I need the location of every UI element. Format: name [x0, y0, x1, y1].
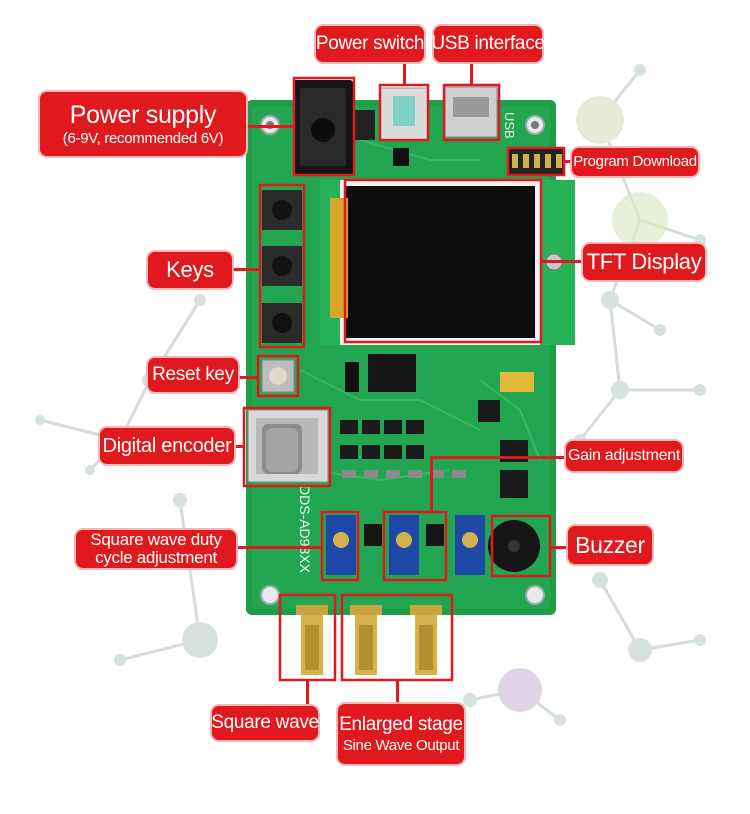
label-gain-adjustment: Gain adjustment — [566, 441, 682, 471]
label-tft-display: TFT Display — [583, 244, 705, 280]
line-square-wave — [306, 680, 309, 708]
silkscreen-model: DDS-AD98XX — [297, 485, 313, 574]
line-usb — [470, 62, 473, 86]
box-encoder — [242, 406, 332, 488]
label-power-switch: Power switch — [316, 26, 424, 62]
line-duty — [234, 546, 322, 549]
line-keys — [232, 268, 260, 271]
line-encoder — [234, 445, 244, 448]
box-buzzer — [490, 514, 552, 578]
silkscreen-usb: USB — [502, 112, 517, 139]
label-program-download: Program Download — [572, 148, 698, 176]
box-power-jack — [292, 76, 356, 177]
box-reset — [256, 354, 300, 398]
box-power-switch — [378, 83, 430, 142]
label-digital-encoder: Digital encoder — [100, 428, 234, 464]
line-power-switch — [403, 62, 406, 86]
box-sine-sma — [340, 593, 454, 682]
box-program-header — [506, 146, 566, 177]
line-tft — [541, 260, 583, 263]
label-enlarged-stage-sine-output: Enlarged stage Sine Wave Output — [338, 704, 464, 764]
label-square-duty-adjustment: Square wave duty cycle adjustment — [76, 530, 236, 568]
line-gain-h — [430, 456, 566, 459]
label-reset-key: Reset key — [148, 358, 238, 392]
box-keys — [258, 183, 306, 349]
box-gain-pot — [382, 510, 448, 582]
box-duty-pot — [320, 510, 360, 582]
line-buzzer — [550, 546, 568, 549]
box-tft — [343, 178, 543, 344]
label-square-wave: Square wave — [211, 706, 319, 740]
label-usb-interface: USB interface — [431, 26, 545, 62]
box-square-sma — [278, 593, 337, 682]
line-reset — [238, 376, 258, 379]
box-usb — [442, 83, 501, 142]
line-sine-output — [396, 680, 399, 704]
line-program-download — [564, 160, 572, 163]
label-buzzer: Buzzer — [568, 526, 652, 564]
line-power-supply — [246, 125, 294, 128]
label-power-supply: Power supply (6-9V, recommended 6V) — [40, 92, 246, 156]
label-keys: Keys — [148, 252, 232, 288]
line-gain-v — [430, 456, 433, 512]
